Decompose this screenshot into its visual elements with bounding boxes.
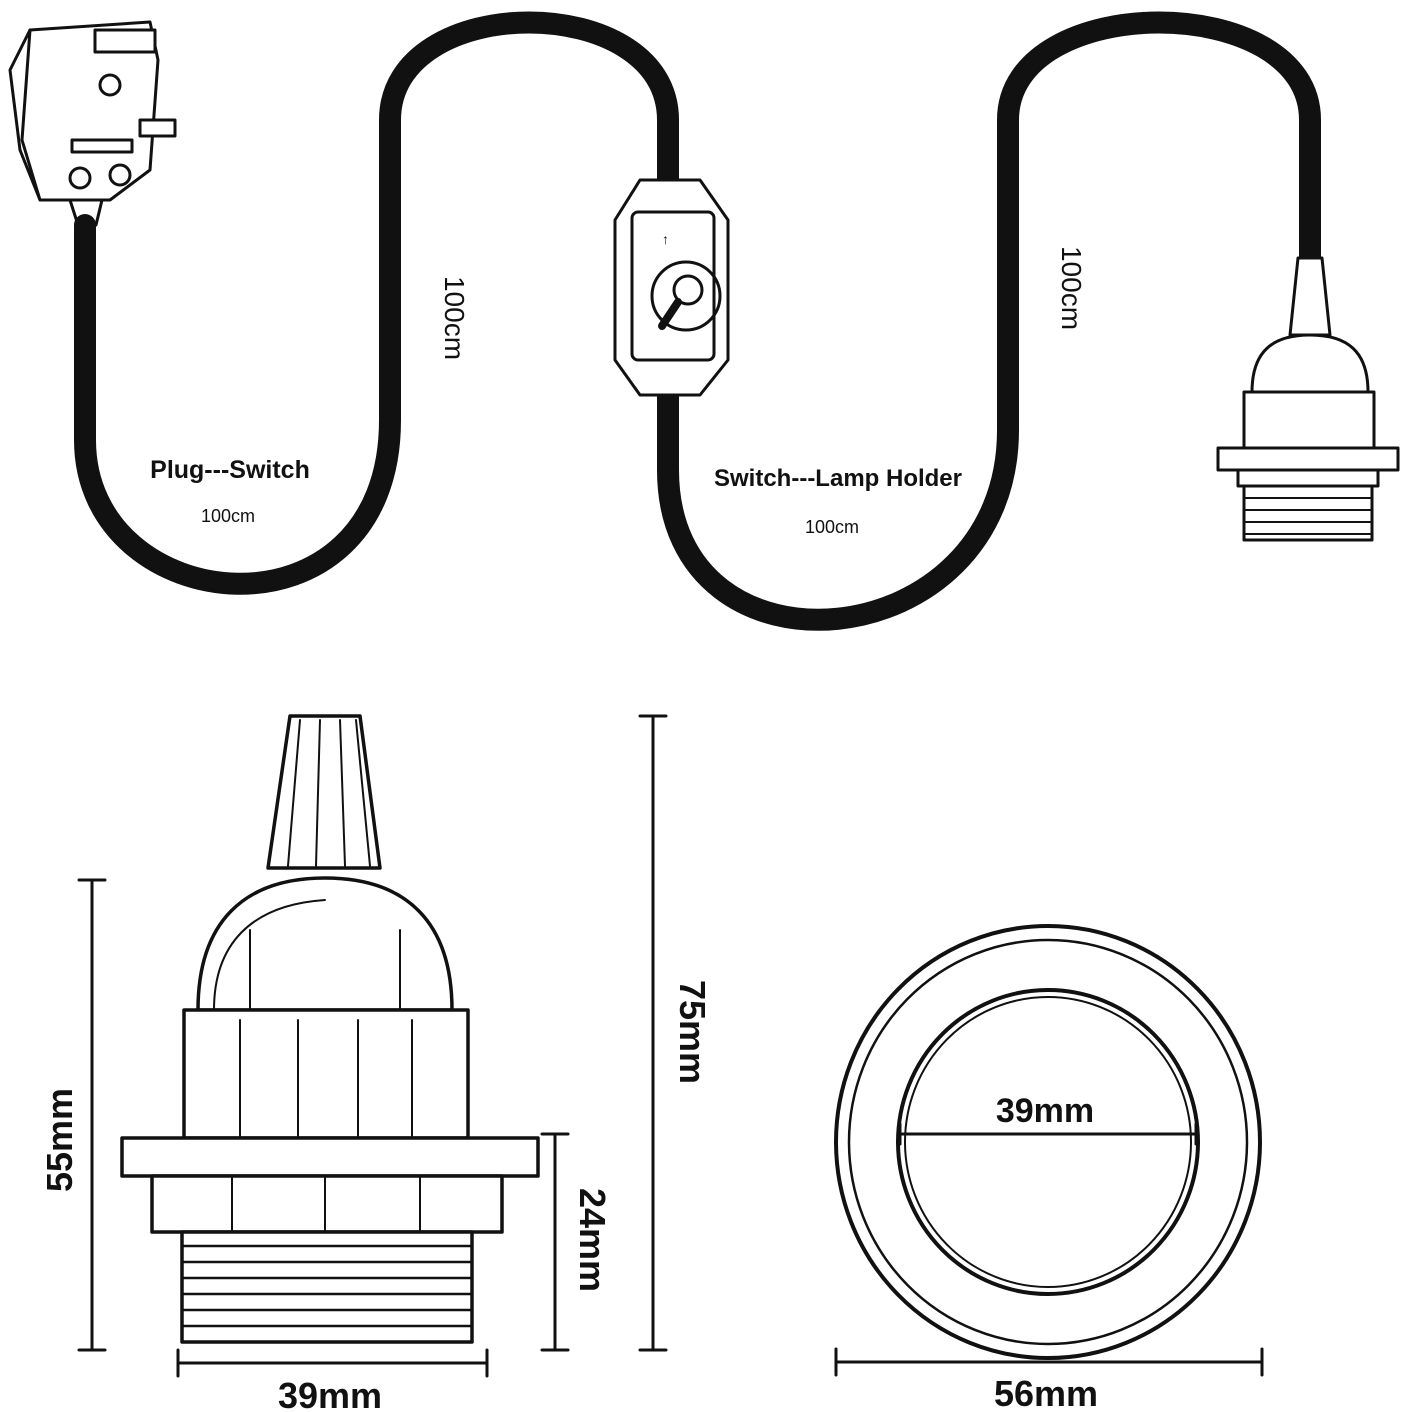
body-height-label: 55mm (39, 1088, 80, 1192)
lamp-holder-small-illustration (1216, 256, 1400, 542)
svg-text:↑: ↑ (662, 231, 669, 247)
total-height-label: 75mm (672, 980, 713, 1084)
body-width-label: 39mm (278, 1375, 382, 1412)
thread-height-label: 24mm (572, 1188, 613, 1292)
vertical-length-right: 100cm (1056, 246, 1087, 330)
ring-top-view (834, 924, 1264, 1377)
uk-plug-illustration (8, 20, 177, 227)
outer-diameter-label: 56mm (994, 1373, 1098, 1412)
inner-diameter-label: 39mm (996, 1092, 1094, 1130)
switch-holder-length: 100cm (805, 517, 859, 537)
dimension-lines (77, 714, 668, 1378)
plug-switch-title: Plug---Switch (150, 456, 310, 484)
vertical-length-left: 100cm (439, 276, 470, 360)
switch-holder-title: Switch---Lamp Holder (714, 465, 962, 492)
cable (74, 11, 1321, 631)
plug-switch-length: 100cm (201, 506, 255, 526)
dimmer-switch-illustration: ↑ (613, 178, 730, 397)
lamp-holder-large-illustration (120, 714, 540, 1344)
